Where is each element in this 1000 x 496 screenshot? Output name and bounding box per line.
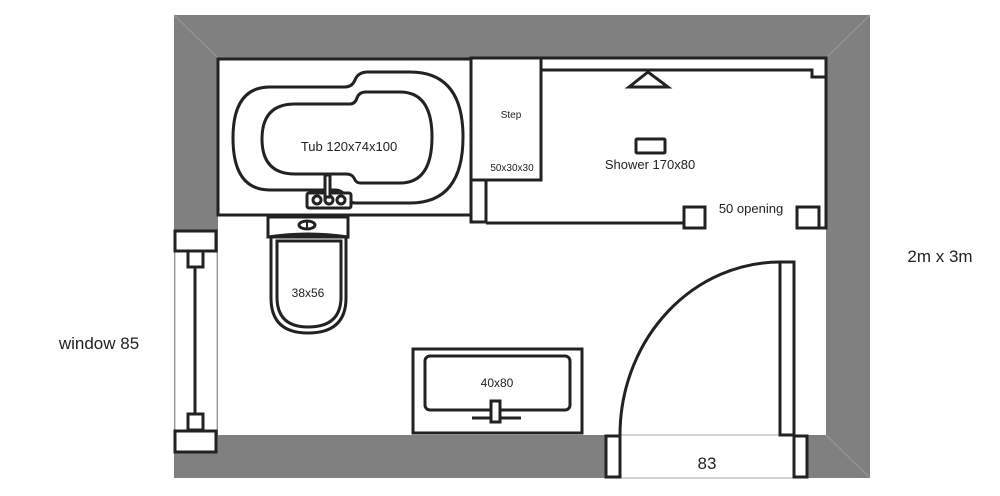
window	[173, 229, 218, 454]
shower	[486, 56, 828, 230]
door[interactable]	[604, 260, 809, 479]
toilet-label: 38x56	[292, 286, 325, 300]
sink	[411, 347, 584, 435]
step-label: Step	[501, 110, 522, 121]
toilet	[266, 215, 350, 335]
opening-label: 50 opening	[719, 201, 783, 216]
bathtub	[216, 57, 473, 217]
room-size-label: 2m x 3m	[907, 247, 972, 266]
step-size-label: 50x30x30	[490, 163, 534, 174]
shower-label: Shower 170x80	[605, 157, 695, 172]
sink-label: 40x80	[481, 376, 514, 390]
window-label: window 85	[58, 334, 139, 353]
step	[469, 56, 543, 224]
tub-label: Tub 120x74x100	[301, 139, 397, 154]
door-width-label: 83	[698, 454, 717, 473]
